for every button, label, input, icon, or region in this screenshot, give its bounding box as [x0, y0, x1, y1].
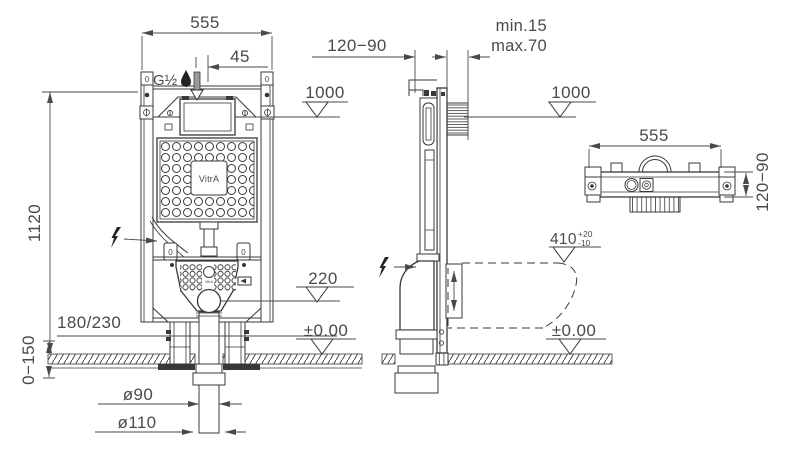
dim-inlet-offset-label: 45 — [230, 47, 250, 66]
level-mark-icon — [305, 286, 329, 303]
level-mark-icon — [552, 246, 576, 263]
inlet-thread-label: G½ — [153, 72, 178, 89]
level-floor-label-front: ±0.00 — [304, 321, 348, 340]
cistern-cover: VitrA — [156, 137, 258, 223]
plate-screw-icon — [241, 110, 248, 117]
lightning-bolt-icon — [111, 227, 121, 248]
support-legs — [158, 321, 260, 370]
flush-pipe — [199, 221, 219, 257]
frame-plan — [584, 155, 736, 213]
wall-finish-shaft — [446, 102, 469, 136]
zero-marker-top-right: 0 — [265, 75, 270, 84]
dim-top-width-label: 555 — [639, 126, 669, 145]
dim-leg-adjust-label: 0−150 — [19, 335, 38, 385]
floor-section-side — [381, 353, 613, 365]
supply-arch — [638, 155, 672, 173]
water-inlet: G½ — [153, 70, 204, 101]
front-view: 0 0 — [19, 13, 363, 435]
dim-finish-max-label: max.70 — [491, 37, 547, 55]
dim-bowl-tol-minus: -10 — [578, 238, 591, 248]
level-inlet-label-side: 1000 — [551, 83, 590, 102]
level-inlet-label: 1000 — [305, 83, 344, 102]
bowl-mounting-plate — [445, 263, 463, 319]
flush-mechanism-plan — [639, 178, 654, 192]
front-dimensions: 555 45 1120 1000 180/230 220 ±0.00 0−150 — [19, 13, 356, 435]
plate-screw-icon — [166, 110, 173, 117]
power-connection-side — [379, 257, 416, 278]
clip-arrow-icon — [240, 278, 246, 284]
dim-depth-range-label: 120−90 — [327, 36, 387, 55]
zero-marker-top-left: 0 — [145, 75, 150, 84]
top-dimensions: 555 120−90 — [588, 126, 772, 212]
top-view: 555 120−90 — [584, 126, 772, 213]
cistern-tank-side — [416, 97, 440, 262]
outlet-bracket: VitrA — [175, 260, 252, 317]
level-mark-icon — [305, 101, 329, 118]
level-outlet-label: 220 — [308, 269, 338, 288]
left-corner-bracket — [584, 166, 602, 203]
side-view: 120−90 min.15 max.70 1000 410 +20 -10 ±0… — [312, 17, 613, 394]
lightning-bolt-icon — [379, 257, 389, 278]
anchor-screw-icon — [264, 108, 271, 117]
brand-logo: VitrA — [199, 174, 219, 184]
dim-fixing-height-label: 180/230 — [57, 313, 121, 332]
flexible-hose — [149, 216, 189, 258]
dim-frame-width-label: 555 — [190, 13, 220, 32]
dim-outlet-small-label: ø90 — [123, 385, 154, 404]
brand-logo-small: VitrA — [205, 279, 214, 284]
level-mark-icon — [558, 338, 582, 355]
drain-pipe-front — [192, 311, 226, 434]
plate-shaft-plan — [629, 196, 681, 213]
level-floor-label-side: ±0.00 — [552, 321, 596, 340]
level-mark-icon — [310, 338, 334, 355]
fill-valve-plan — [624, 178, 639, 192]
inlet-arrow-icon — [190, 89, 204, 101]
side-dimensions: 120−90 min.15 max.70 1000 410 +20 -10 ±0… — [312, 17, 606, 355]
power-connection-front — [111, 227, 158, 248]
anchor-screw-icon — [143, 108, 150, 117]
drain-elbow-side — [394, 260, 439, 394]
flush-plate-mount — [153, 85, 261, 136]
zero-marker-mid-left: 0 — [168, 248, 173, 257]
fixing-points: 0 0 — [153, 242, 261, 267]
zero-marker-mid-right: 0 — [241, 248, 246, 257]
water-drop-icon — [181, 70, 191, 87]
dim-frame-height-label: 1120 — [25, 204, 44, 242]
dim-outlet-large-label: ø110 — [117, 413, 156, 432]
dim-finish-min-label: min.15 — [496, 17, 547, 35]
dim-bowl-height-label: 410 — [550, 231, 577, 248]
dim-top-depth-label: 120−90 — [753, 152, 772, 212]
frame-profile-side — [435, 87, 449, 366]
wall-bracket — [408, 79, 437, 96]
wc-bowl-outline — [447, 262, 578, 329]
supply-pipe — [193, 71, 201, 93]
dim-bowl-tol-plus: +20 — [578, 229, 593, 239]
level-mark-icon — [548, 101, 572, 118]
